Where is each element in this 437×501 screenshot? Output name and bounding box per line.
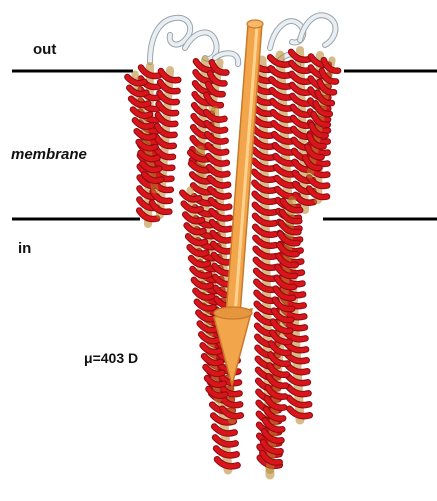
inside-label: in xyxy=(18,240,31,257)
membrane-label: membrane xyxy=(11,146,87,163)
outside-label: out xyxy=(33,41,56,58)
dipole-arrow-tail-cap xyxy=(247,20,263,28)
loop-ribbon xyxy=(300,15,335,45)
dipole-arrow-head-base xyxy=(214,307,252,319)
dipole-moment-label: μ=403 D xyxy=(84,350,138,366)
loop-ribbon xyxy=(150,18,190,62)
